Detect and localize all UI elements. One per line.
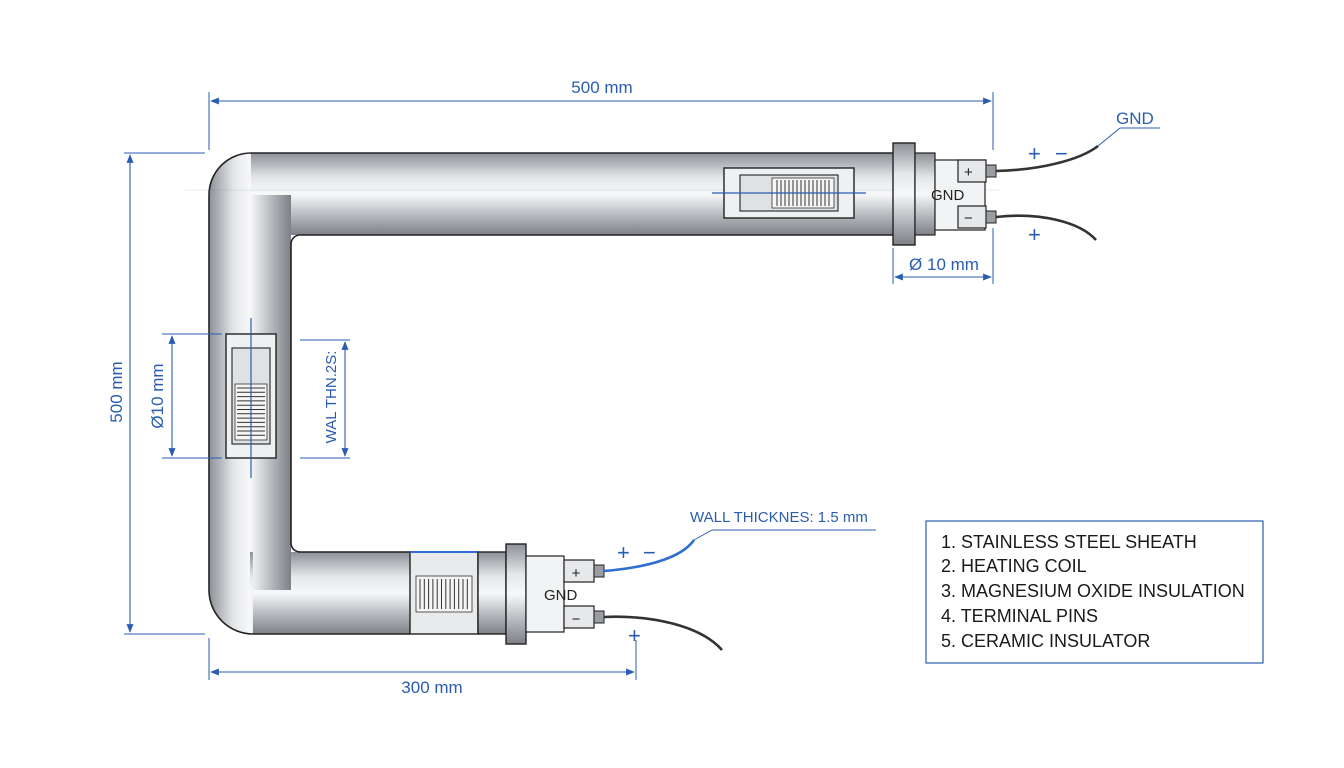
dim-bottom-label: 300 mm xyxy=(401,678,462,697)
gnd-label-bottom: GND xyxy=(544,587,578,604)
tube-outline-inner xyxy=(290,234,895,553)
dim-diameter-terminal-label: Ø 10 mm xyxy=(909,255,979,274)
gnd-leader xyxy=(1097,127,1121,147)
gnd-callout-label: GND xyxy=(1116,109,1154,128)
dimension-top: 500 mm xyxy=(208,78,994,150)
dimension-bottom: 300 mm xyxy=(208,638,637,697)
wire-plus-sign-top: + xyxy=(1028,141,1041,166)
gnd-label-top: GND xyxy=(931,187,965,204)
pin-minus-label-top: − xyxy=(964,210,973,227)
legend-item-4: 4. TERMINAL PINS xyxy=(941,606,1098,626)
coil-cutaway-left xyxy=(225,318,277,478)
dimension-left: 500 mm xyxy=(107,152,205,635)
dim-wall-vertical-label: WAL THN.2S: xyxy=(323,351,340,444)
legend-item-5: 5. CERAMIC INSULATOR xyxy=(941,631,1150,651)
dimension-diameter-terminal: Ø 10 mm xyxy=(892,228,994,284)
tube-corner-bottom xyxy=(209,552,291,634)
legend-box: 1. STAINLESS STEEL SHEATH 2. HEATING COI… xyxy=(925,520,1264,664)
wire-black-top-2 xyxy=(995,214,1097,241)
dim-left-label: 500 mm xyxy=(107,361,126,422)
pin-plus-label-bottom: + xyxy=(572,565,581,582)
dim-top-label: 500 mm xyxy=(571,78,632,97)
dim-diameter-vertical-label: Ø10 mm xyxy=(148,363,167,428)
terminal-head-top: + − GND GND + − + xyxy=(892,109,1160,247)
wire-blue-bottom xyxy=(603,539,696,573)
wire-plus-lower-bottom: + xyxy=(628,623,641,648)
wire-plus-sign-bottom: + xyxy=(617,540,630,565)
wall-thickness-callout: WALL THICKNES: 1.5 mm xyxy=(690,509,876,541)
tube-outline-outer xyxy=(208,152,895,635)
wire-black-bottom xyxy=(603,615,723,651)
coil-cutaway-top xyxy=(712,167,866,219)
wire-minus-sign-bottom: − xyxy=(643,540,656,565)
ceramic-insulator-top xyxy=(892,142,916,246)
wire-plus-lower-top: + xyxy=(1028,222,1041,247)
legend-item-1: 1. STAINLESS STEEL SHEATH xyxy=(941,532,1197,552)
dimension-diameter-vertical: Ø10 mm xyxy=(148,333,222,459)
wall-thickness-label: WALL THICKNES: 1.5 mm xyxy=(690,509,868,526)
terminal-head-bottom: + − GND + − + xyxy=(477,539,723,651)
dimension-wall-vertical: WAL THN.2S: xyxy=(300,339,350,459)
legend-item-2: 2. HEATING COIL xyxy=(941,556,1087,576)
pin-minus-label-bottom: − xyxy=(572,611,581,628)
coil-cutaway-bottom xyxy=(409,551,479,635)
tube-corner-top xyxy=(209,153,291,235)
ceramic-insulator-bottom xyxy=(505,543,527,645)
legend-item-3: 3. MAGNESIUM OXIDE INSULATION xyxy=(941,581,1245,601)
wire-black-top-1 xyxy=(995,144,1099,173)
wire-minus-sign-top: − xyxy=(1055,141,1068,166)
pin-plus-label-top: + xyxy=(964,164,973,181)
